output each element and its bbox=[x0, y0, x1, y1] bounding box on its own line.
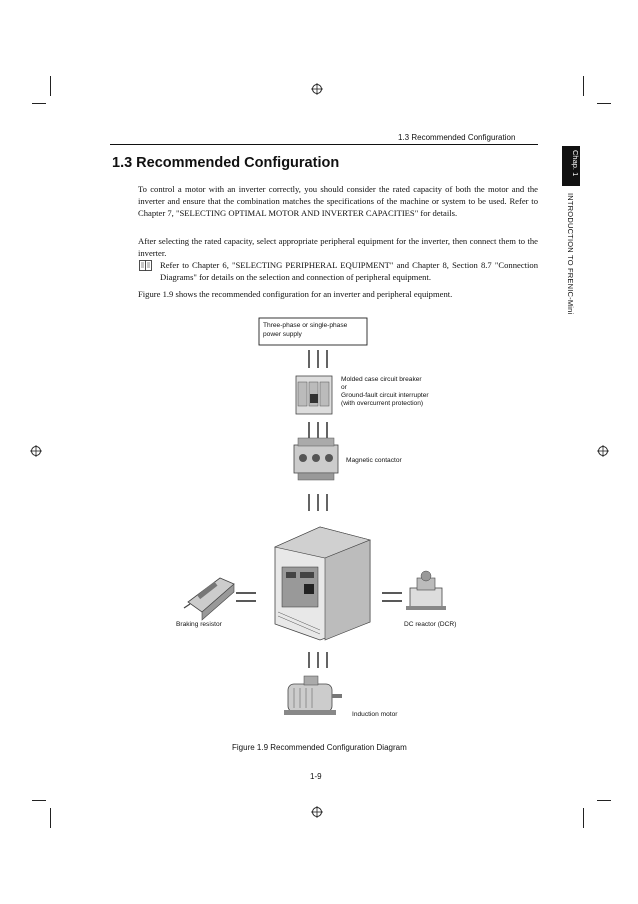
crop-mark-tl-v bbox=[50, 76, 51, 96]
label-braking-resistor: Braking resistor bbox=[176, 621, 222, 628]
label-power-supply-2: power supply bbox=[263, 331, 302, 338]
figure-intro: Figure 1.9 shows the recommended configu… bbox=[138, 289, 453, 299]
figure-caption: Figure 1.9 Recommended Configuration Dia… bbox=[232, 743, 407, 752]
motor-wires bbox=[308, 652, 328, 668]
paragraph-capacity: To control a motor with an inverter corr… bbox=[138, 184, 538, 218]
label-mccb-3: Ground-fault circuit interrupter bbox=[341, 392, 429, 399]
crop-mark-bl-h bbox=[32, 800, 46, 801]
chapter-title-vertical: INTRODUCTION TO FRENIC-Mini bbox=[566, 193, 575, 315]
chapter-tab bbox=[562, 146, 580, 186]
crop-mark-bl-v bbox=[50, 808, 51, 828]
circuit-breaker-icon bbox=[295, 375, 333, 415]
dc-reactor-icon bbox=[406, 570, 446, 610]
crop-mark-tr-h bbox=[597, 103, 611, 104]
braking-resistor-icon bbox=[183, 577, 235, 621]
section-title: 1.3 Recommended Configuration bbox=[112, 155, 340, 171]
registration-mark-bottom-icon bbox=[311, 806, 323, 818]
registration-mark-top-icon bbox=[311, 83, 323, 95]
reference-note: Refer to Chapter 6, "SELECTING PERIPHERA… bbox=[160, 260, 538, 282]
registration-mark-left-icon bbox=[30, 445, 42, 457]
configuration-diagram: Three-phase or single-phase power supply… bbox=[170, 312, 500, 732]
crop-mark-br-h bbox=[597, 800, 611, 801]
running-head: 1.3 Recommended Configuration bbox=[398, 133, 516, 142]
label-mccb-2: or bbox=[341, 384, 347, 391]
power-supply-box bbox=[258, 317, 368, 346]
inverter-icon bbox=[274, 526, 371, 641]
page-number: 1-9 bbox=[310, 772, 322, 781]
power-wires-2 bbox=[308, 422, 328, 438]
braking-wires bbox=[236, 592, 256, 602]
label-induction-motor: Induction motor bbox=[352, 711, 398, 718]
label-mccb-4: (with overcurrent protection) bbox=[341, 400, 424, 407]
label-magnetic-contactor: Magnetic contactor bbox=[346, 457, 402, 464]
crop-mark-br-v bbox=[583, 808, 584, 828]
registration-mark-right-icon bbox=[597, 445, 609, 457]
label-dc-reactor: DC reactor (DCR) bbox=[404, 621, 457, 628]
label-power-supply-1: Three-phase or single-phase bbox=[263, 322, 348, 329]
chapter-tab-label: Chap. 1 bbox=[571, 150, 580, 177]
crop-mark-tr-v bbox=[583, 76, 584, 96]
label-mccb-1: Molded case circuit breaker bbox=[341, 376, 422, 383]
magnetic-contactor-icon bbox=[293, 437, 339, 481]
power-wires-1 bbox=[308, 350, 328, 368]
induction-motor-icon bbox=[284, 675, 342, 715]
dcr-wires bbox=[382, 592, 402, 602]
power-wires-3 bbox=[308, 494, 328, 511]
book-reference-icon bbox=[139, 260, 152, 271]
paragraph-peripheral: After selecting the rated capacity, sele… bbox=[138, 236, 538, 258]
crop-mark-tl-h bbox=[32, 103, 46, 104]
header-rule bbox=[110, 144, 538, 145]
